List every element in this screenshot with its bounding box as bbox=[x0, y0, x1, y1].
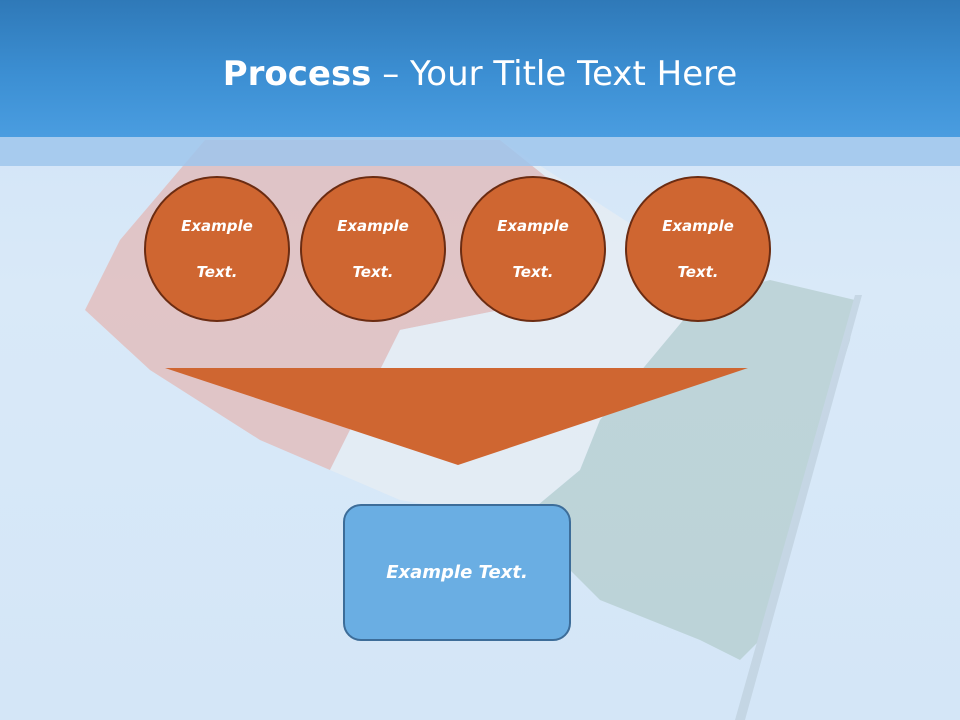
circle-3-line-2: Text. bbox=[512, 262, 554, 281]
slide-title: Process – Your Title Text Here bbox=[0, 52, 960, 96]
result-box: Example Text. bbox=[343, 504, 571, 641]
title-strip bbox=[0, 137, 960, 166]
circle-2-line-1: Example bbox=[337, 216, 409, 235]
result-box-label: Example Text. bbox=[386, 562, 528, 583]
circle-2-line-2: Text. bbox=[352, 262, 394, 281]
circle-1-line-1: Example bbox=[181, 216, 253, 235]
circle-1-line-2: Text. bbox=[196, 262, 238, 281]
circle-4-line-1: Example bbox=[662, 216, 734, 235]
circle-4-line-2: Text. bbox=[677, 262, 719, 281]
slide-title-bold: Process bbox=[222, 54, 372, 94]
slide-title-rest: – Your Title Text Here bbox=[371, 54, 738, 94]
title-bar bbox=[0, 0, 960, 137]
circle-3-line-1: Example bbox=[497, 216, 569, 235]
